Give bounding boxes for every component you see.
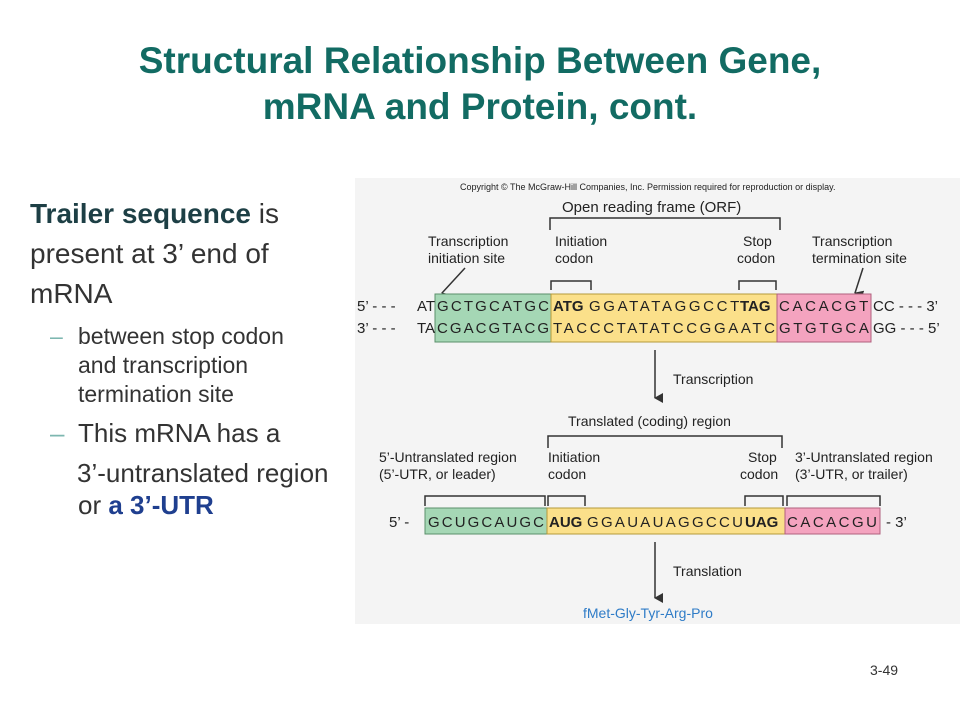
dna-top-strand: 5’ - - - AT GCTGCATGC ATG GGATATAGGCCT T… bbox=[357, 298, 938, 315]
sub-bullet-1-line3: termination site bbox=[78, 381, 234, 407]
sub-bullet-2-line3: or a 3’-UTR bbox=[30, 489, 380, 521]
mrna-prefix: 5’ - bbox=[389, 514, 409, 531]
utr5-label-1: 5’-Untranslated region bbox=[379, 449, 517, 465]
slide-title-line2: mRNA and Protein, cont. bbox=[262, 86, 698, 127]
slide-title-line1: Structural Relationship Between Gene, bbox=[138, 40, 822, 81]
tts-label-2: termination site bbox=[812, 250, 907, 266]
tis-arrow bbox=[441, 267, 466, 303]
mrna-pink-box bbox=[784, 507, 881, 535]
utr3-bracket bbox=[786, 495, 881, 506]
page-number: 3-49 bbox=[870, 662, 899, 678]
translated-label: Translated (coding) region bbox=[568, 413, 731, 429]
mrna-pink: CACACGU bbox=[787, 514, 877, 531]
bullet-main-line3: mRNA bbox=[30, 278, 113, 309]
dna-bottom-strand: 3’ - - - TA CGACGTACG TACCCTATATCCGGAATC… bbox=[357, 320, 940, 337]
utr3-label-1: 3’-Untranslated region bbox=[795, 449, 933, 465]
dna-top-end: CC - - - 3’ bbox=[873, 298, 938, 315]
sub-bullet-1-line1: between stop codon bbox=[78, 323, 284, 349]
init-label-2: codon bbox=[555, 250, 593, 266]
sub-bullet-2-line2-text: 3’-untranslated region bbox=[77, 458, 329, 488]
utr5-bracket bbox=[424, 495, 546, 506]
dna-bot-prefix: 3’ - - - bbox=[357, 320, 396, 337]
tts-arrow bbox=[854, 267, 865, 301]
stop-m-label-1: Stop bbox=[748, 449, 777, 465]
sub-bullet-1-line2: and transcription bbox=[78, 352, 249, 378]
mrna-yellow: GGAUAUAGGCCU bbox=[587, 514, 743, 531]
mrna-end: - 3’ bbox=[886, 514, 907, 531]
dash-marker: – bbox=[50, 418, 65, 448]
bullet-main-rest: is bbox=[251, 198, 280, 229]
mrna-strand: 5’ - GCUGCAUGC AUG GGAUAUAGGCCU UAG CACA… bbox=[389, 514, 907, 531]
tis-label-2: initiation site bbox=[428, 250, 505, 266]
mrna-yellow-box bbox=[546, 507, 786, 535]
stop-m-bracket bbox=[744, 495, 784, 506]
bullet-main: Trailer sequence is present at 3’ end of… bbox=[30, 194, 380, 314]
bullet-main-line2: present at 3’ end of bbox=[30, 238, 269, 269]
dna-green-box bbox=[434, 293, 552, 343]
dna-bot-yellow: TACCCTATATCCGGAATC bbox=[553, 320, 775, 337]
translation-label: Translation bbox=[673, 563, 742, 579]
dna-bot-end: GG - - - 5’ bbox=[873, 320, 940, 337]
dna-top-prefix: 5’ - - - bbox=[357, 298, 396, 315]
mrna-uag: UAG bbox=[745, 514, 778, 531]
mrna-green-box bbox=[424, 507, 548, 535]
dna-top-green: GCTGCATGC bbox=[437, 298, 549, 315]
dna-top-a: AT bbox=[417, 298, 435, 315]
dna-bot-pink: GTGTGCA bbox=[779, 320, 869, 337]
stop-m-label-2: codon bbox=[740, 466, 778, 482]
dna-yellow-box bbox=[550, 293, 778, 343]
dash-marker: – bbox=[50, 323, 63, 349]
mrna-aug: AUG bbox=[549, 514, 582, 531]
protein-label: fMet-Gly-Tyr-Arg-Pro bbox=[583, 605, 713, 621]
dna-bot-green: CGACGTACG bbox=[437, 320, 549, 337]
sub-bullet-2-line3-pre: or bbox=[78, 490, 109, 520]
translated-bracket bbox=[547, 435, 783, 448]
init-label-1: Initiation bbox=[555, 233, 607, 249]
mrna-green: GCUGCAUGC bbox=[428, 514, 544, 531]
utr5-label-2: (5’-UTR, or leader) bbox=[379, 466, 496, 482]
slide-title: Structural Relationship Between Gene, mR… bbox=[0, 38, 960, 130]
dna-pink-box bbox=[776, 293, 872, 343]
init-m-label-1: Initiation bbox=[548, 449, 600, 465]
sub-bullet-2-text: This mRNA has a bbox=[78, 418, 281, 448]
stop-label-1: Stop bbox=[743, 233, 772, 249]
init-m-label-2: codon bbox=[548, 466, 586, 482]
gene-mrna-figure: Copyright © The McGraw-Hill Companies, I… bbox=[355, 178, 960, 624]
utr3-label-2: (3’-UTR, or trailer) bbox=[795, 466, 908, 482]
dna-top-pink: CACACGT bbox=[779, 298, 868, 315]
dna-top-atg: ATG bbox=[553, 298, 584, 315]
init-bracket bbox=[550, 280, 592, 290]
stop-bracket bbox=[738, 280, 777, 290]
bullet-list: Trailer sequence is present at 3’ end of… bbox=[30, 194, 380, 521]
dna-bot-a: TA bbox=[417, 320, 435, 337]
stop-label-2: codon bbox=[737, 250, 775, 266]
orf-label: Open reading frame (ORF) bbox=[562, 199, 741, 216]
copyright-text: Copyright © The McGraw-Hill Companies, I… bbox=[460, 182, 835, 192]
init-m-bracket bbox=[547, 495, 586, 506]
bullet-main-bold: Trailer sequence bbox=[30, 198, 252, 229]
sub-bullet-2-line3-em: a 3’-UTR bbox=[108, 490, 214, 520]
dna-top-yellow: GGATATAGGCCT bbox=[589, 298, 739, 315]
transcription-label: Transcription bbox=[673, 371, 753, 387]
tis-label-1: Transcription bbox=[428, 233, 508, 249]
sub-bullet-2-line2: 3’-untranslated region bbox=[30, 457, 380, 489]
dna-top-tag: TAG bbox=[740, 298, 771, 315]
orf-bracket bbox=[549, 217, 781, 230]
sub-bullet-1: – between stop codon and transcription t… bbox=[30, 322, 380, 409]
sub-bullet-2: – This mRNA has a bbox=[30, 417, 380, 449]
figure-svg: Copyright © The McGraw-Hill Companies, I… bbox=[357, 182, 940, 621]
tts-label-1: Transcription bbox=[812, 233, 892, 249]
